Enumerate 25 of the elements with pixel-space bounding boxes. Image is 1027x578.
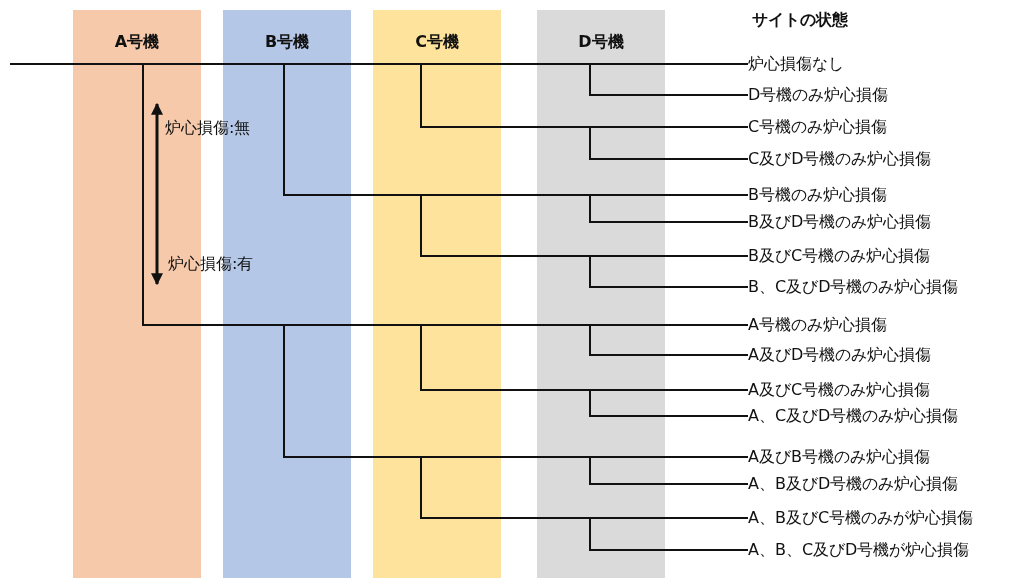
outcome-text: B及びD号機のみ炉心損傷 xyxy=(748,210,932,234)
outcome-text: A、B及びC号機のみが炉心損傷 xyxy=(748,506,974,530)
outcome-text: A、C及びD号機のみ炉心損傷 xyxy=(748,404,959,428)
outcome-text: A、B及びD号機のみ炉心損傷 xyxy=(748,472,959,496)
column-heading: C号機 xyxy=(414,32,460,53)
column-heading: A号機 xyxy=(113,32,161,53)
outcome-text: A、B、C及びD号機が炉心損傷 xyxy=(748,538,970,562)
column-heading: D号機 xyxy=(577,32,625,53)
outcome-text: A及びD号機のみ炉心損傷 xyxy=(748,343,932,367)
outcome-text: A号機のみ炉心損傷 xyxy=(748,313,887,337)
outcome-text: A及びB号機のみ炉心損傷 xyxy=(748,445,930,469)
branch-label: 炉心損傷:無 xyxy=(165,118,251,139)
outcome-text: B及びC号機のみ炉心損傷 xyxy=(748,244,931,268)
branch-label: 炉心損傷:有 xyxy=(168,254,254,275)
outcome-text: C号機のみ炉心損傷 xyxy=(748,115,888,139)
outcome-text: B、C及びD号機のみ炉心損傷 xyxy=(748,275,959,299)
column-heading: B号機 xyxy=(263,32,311,53)
column-band xyxy=(373,10,501,578)
outcome-text: A及びC号機のみ炉心損傷 xyxy=(748,378,931,402)
outcome-text: 炉心損傷なし xyxy=(748,52,844,76)
outcome-text: D号機のみ炉心損傷 xyxy=(748,83,889,107)
column-band xyxy=(537,10,665,578)
outcome-text: C及びD号機のみ炉心損傷 xyxy=(748,147,932,171)
column-heading: サイトの状態 xyxy=(752,10,848,31)
outcome-text: B号機のみ炉心損傷 xyxy=(748,183,887,207)
